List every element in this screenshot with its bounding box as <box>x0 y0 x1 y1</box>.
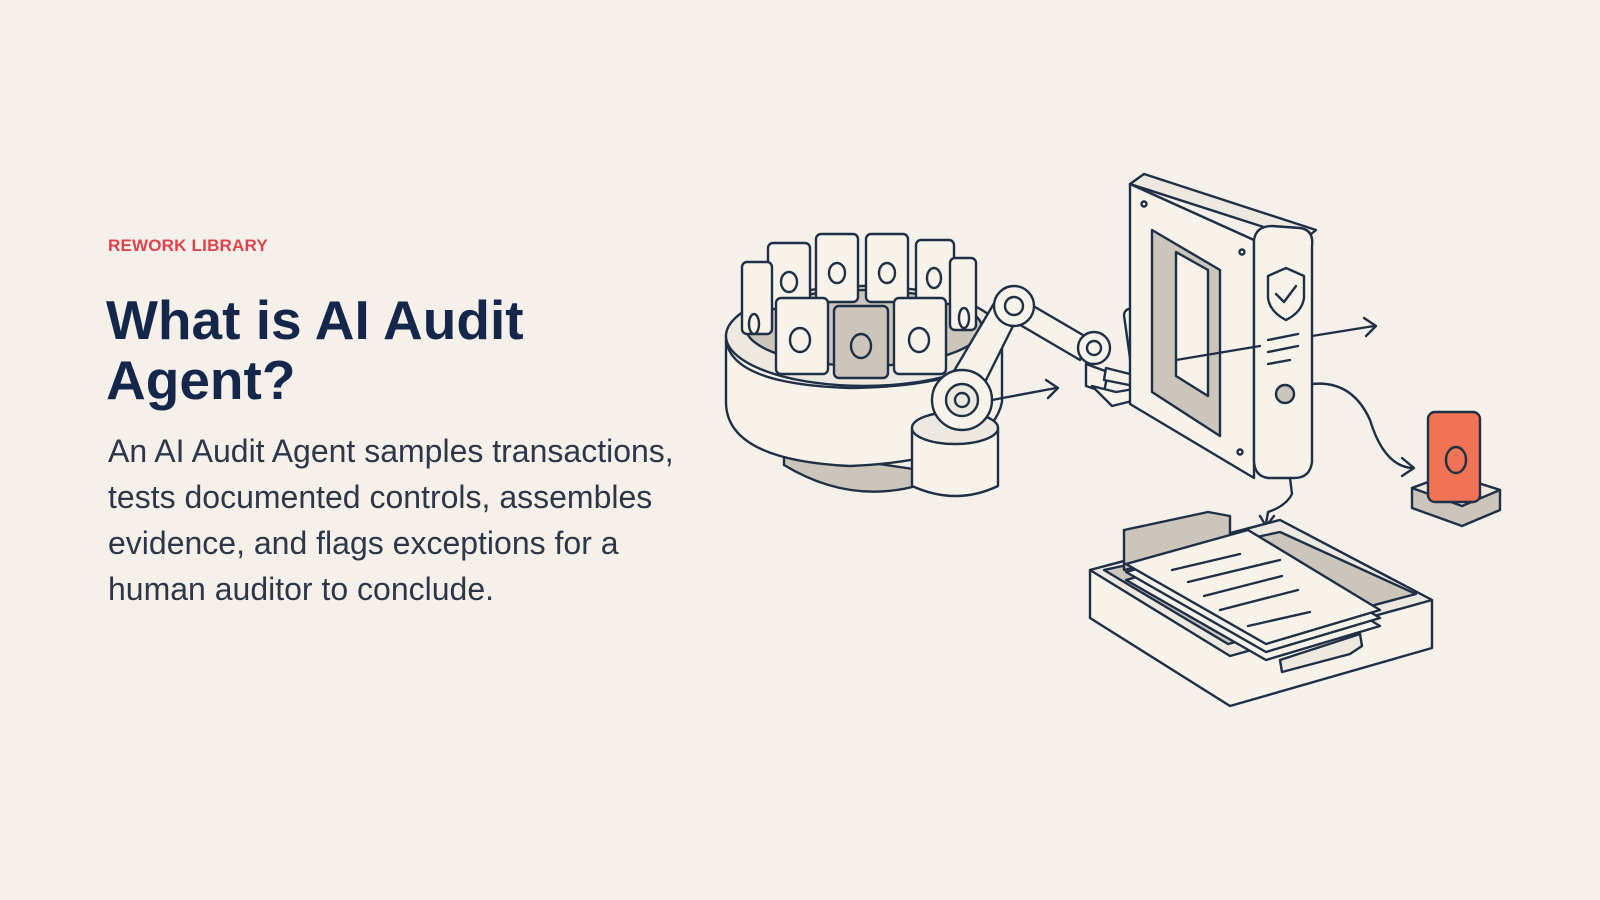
flow-arrow-icon <box>1310 316 1378 338</box>
shield-check-icon <box>1266 266 1306 322</box>
document-tray-icon <box>1088 510 1434 708</box>
exception-card-icon <box>1410 410 1502 528</box>
scanner-gate-icon <box>1128 172 1318 480</box>
flow-arrow-icon <box>1258 476 1294 528</box>
description-text: An AI Audit Agent samples transactions, … <box>108 433 674 607</box>
flow-arrow-icon <box>1310 382 1416 478</box>
page-title: What is AI Audit Agent? <box>106 289 524 411</box>
eyebrow-label: REWORK LIBRARY <box>108 236 268 255</box>
audit-agent-illustration <box>724 172 1502 708</box>
flow-arrow-icon <box>990 378 1060 402</box>
